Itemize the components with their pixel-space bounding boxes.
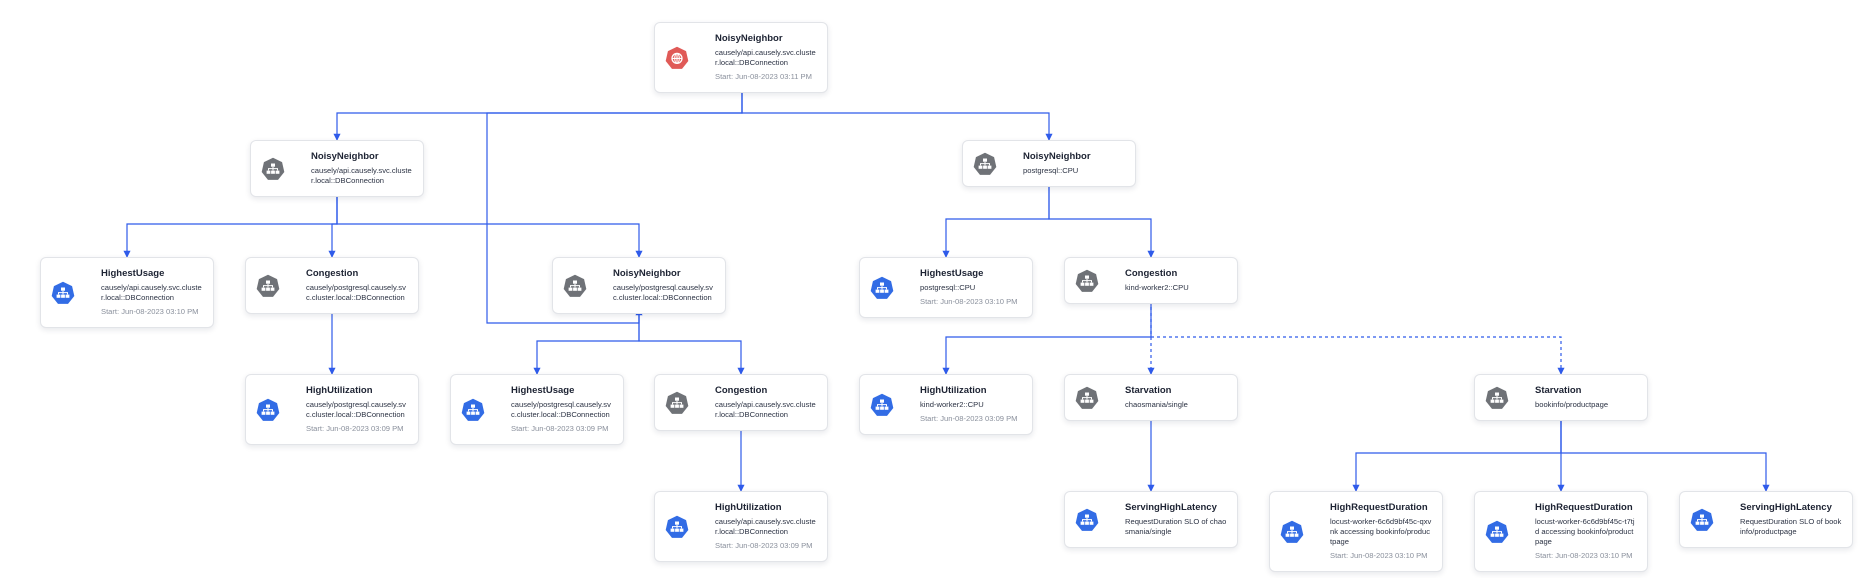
- event-start-time: Start: Jun-08-2023 03:10 PM: [1535, 551, 1633, 560]
- event-start-time: Start: Jun-08-2023 03:11 PM: [715, 72, 812, 81]
- event-entity: causely/api.causely.svc.cluster.local::D…: [715, 517, 816, 536]
- blue-network-icon: [1075, 508, 1099, 532]
- event-node-congestion[interactable]: Congestion causely/api.causely.svc.cluste…: [654, 374, 828, 431]
- event-entity: locust-worker-6c6d9bf45c-qxvnk accessing…: [1330, 517, 1432, 546]
- edge-n2-to-n7: [1048, 184, 1155, 258]
- blue-network-icon: [1280, 520, 1304, 544]
- event-entity: causely/postgresql.causely.svc.cluster.l…: [613, 283, 713, 302]
- event-node-high-utilization[interactable]: HighUtilization causely/postgresql.causel…: [245, 374, 419, 445]
- event-title: NoisyNeighbor: [613, 268, 681, 279]
- blue-network-icon: [1690, 508, 1714, 532]
- event-start-time: Start: Jun-08-2023 03:09 PM: [920, 414, 1018, 423]
- event-entity: causely/api.causely.svc.cluster.local::D…: [311, 166, 412, 185]
- event-title: HighRequestDuration: [1535, 502, 1633, 513]
- edge-n1-to-n5: [336, 192, 643, 258]
- event-title: NoisyNeighbor: [1023, 151, 1091, 162]
- event-node-congestion[interactable]: Congestion causely/postgresql.causely.svc…: [245, 257, 419, 314]
- event-entity: causely/postgresql.causely.svc.cluster.l…: [306, 400, 406, 419]
- edge-n1-to-n3: [123, 192, 338, 258]
- event-start-time: Start: Jun-08-2023 03:10 PM: [1330, 551, 1428, 560]
- event-title: HighUtilization: [306, 385, 373, 396]
- event-title: HighUtilization: [920, 385, 987, 396]
- event-title: ServingHighLatency: [1125, 502, 1217, 513]
- event-node-noisy-neighbor[interactable]: NoisyNeighbor causely/api.causely.svc.clu…: [250, 140, 424, 197]
- gray-network-icon: [563, 274, 587, 298]
- event-title: HighestUsage: [511, 385, 575, 396]
- event-entity: kind-worker2::CPU: [920, 400, 984, 409]
- gray-network-icon: [256, 274, 280, 298]
- event-node-highest-usage[interactable]: HighestUsage causely/postgresql.causely.s…: [450, 374, 624, 445]
- event-start-time: Start: Jun-08-2023 03:09 PM: [306, 424, 404, 433]
- gray-network-icon: [1075, 269, 1099, 293]
- event-entity: chaosmania/single: [1125, 400, 1188, 409]
- event-node-high-request-duration[interactable]: HighRequestDuration locust-worker-6c6d9bf…: [1474, 491, 1648, 572]
- blue-network-icon: [665, 515, 689, 539]
- event-title: HighUtilization: [715, 502, 782, 513]
- blue-network-icon: [256, 398, 280, 422]
- event-entity: kind-worker2::CPU: [1125, 283, 1189, 292]
- event-start-time: Start: Jun-08-2023 03:10 PM: [101, 307, 199, 316]
- event-title: HighestUsage: [101, 268, 165, 279]
- event-entity: locust-worker-6c6d9bf45c-t7tjd accessing…: [1535, 517, 1635, 546]
- edge-n1-to-n4: [328, 192, 338, 258]
- event-entity: causely/api.causely.svc.cluster.local::D…: [715, 48, 816, 67]
- event-entity: causely/postgresql.causely.svc.cluster.l…: [306, 283, 406, 302]
- gray-network-icon: [665, 391, 689, 415]
- event-entity: postgresql::CPU: [920, 283, 976, 292]
- event-node-noisy-neighbor[interactable]: NoisyNeighbor causely/postgresql.causely.…: [552, 257, 726, 314]
- edge-n0-to-n2: [741, 88, 1053, 141]
- event-node-high-request-duration[interactable]: HighRequestDuration locust-worker-6c6d9bf…: [1269, 491, 1443, 572]
- event-title: ServingHighLatency: [1740, 502, 1832, 513]
- gray-network-icon: [1485, 386, 1509, 410]
- event-start-time: Start: Jun-08-2023 03:09 PM: [715, 541, 813, 550]
- edge-n7-to-n13: [1150, 301, 1565, 375]
- edge-n13-to-n18: [1560, 418, 1770, 492]
- gray-network-icon: [973, 152, 997, 176]
- event-start-time: Start: Jun-08-2023 03:09 PM: [511, 424, 609, 433]
- event-node-starvation[interactable]: Starvation bookinfo/productpage: [1474, 374, 1648, 421]
- blue-network-icon: [461, 398, 485, 422]
- event-start-time: Start: Jun-08-2023 03:10 PM: [920, 297, 1018, 306]
- event-title: HighRequestDuration: [1330, 502, 1428, 513]
- event-entity: causely/postgresql.causely.svc.cluster.l…: [511, 400, 611, 419]
- event-node-high-utilization[interactable]: HighUtilization causely/api.causely.svc.c…: [654, 491, 828, 562]
- event-title: Starvation: [1535, 385, 1582, 396]
- event-entity: postgresql::CPU: [1023, 166, 1079, 175]
- blue-network-icon: [870, 393, 894, 417]
- event-entity: RequestDuration SLO of bookinfo/productp…: [1740, 517, 1842, 536]
- edge-n5-to-n9: [533, 309, 640, 375]
- event-title: HighestUsage: [920, 268, 984, 279]
- edge-n5-to-n10: [638, 309, 745, 375]
- event-entity: causely/api.causely.svc.cluster.local::D…: [101, 283, 202, 302]
- event-entity: causely/api.causely.svc.cluster.local::D…: [715, 400, 816, 419]
- event-title: NoisyNeighbor: [715, 33, 783, 44]
- event-node-starvation[interactable]: Starvation chaosmania/single: [1064, 374, 1238, 421]
- event-title: NoisyNeighbor: [311, 151, 379, 162]
- event-entity: RequestDuration SLO of chaosmania/single: [1125, 517, 1227, 536]
- event-title: Congestion: [306, 268, 359, 279]
- gray-network-icon: [261, 157, 285, 181]
- event-node-highest-usage[interactable]: HighestUsage causely/api.causely.svc.clus…: [40, 257, 214, 328]
- event-title: Congestion: [715, 385, 768, 396]
- event-node-noisy-neighbor[interactable]: NoisyNeighbor causely/api.causely.svc.clu…: [654, 22, 828, 93]
- event-title: Starvation: [1125, 385, 1172, 396]
- event-entity: bookinfo/productpage: [1535, 400, 1609, 409]
- red-globe-icon: [665, 46, 689, 70]
- blue-network-icon: [51, 281, 75, 305]
- gray-network-icon: [1075, 386, 1099, 410]
- edge-n13-to-n16: [1352, 418, 1562, 492]
- blue-network-icon: [1485, 520, 1509, 544]
- edge-n0-to-n1: [333, 88, 743, 141]
- blue-network-icon: [870, 276, 894, 300]
- edge-n2-to-n6: [942, 184, 1050, 258]
- event-title: Congestion: [1125, 268, 1178, 279]
